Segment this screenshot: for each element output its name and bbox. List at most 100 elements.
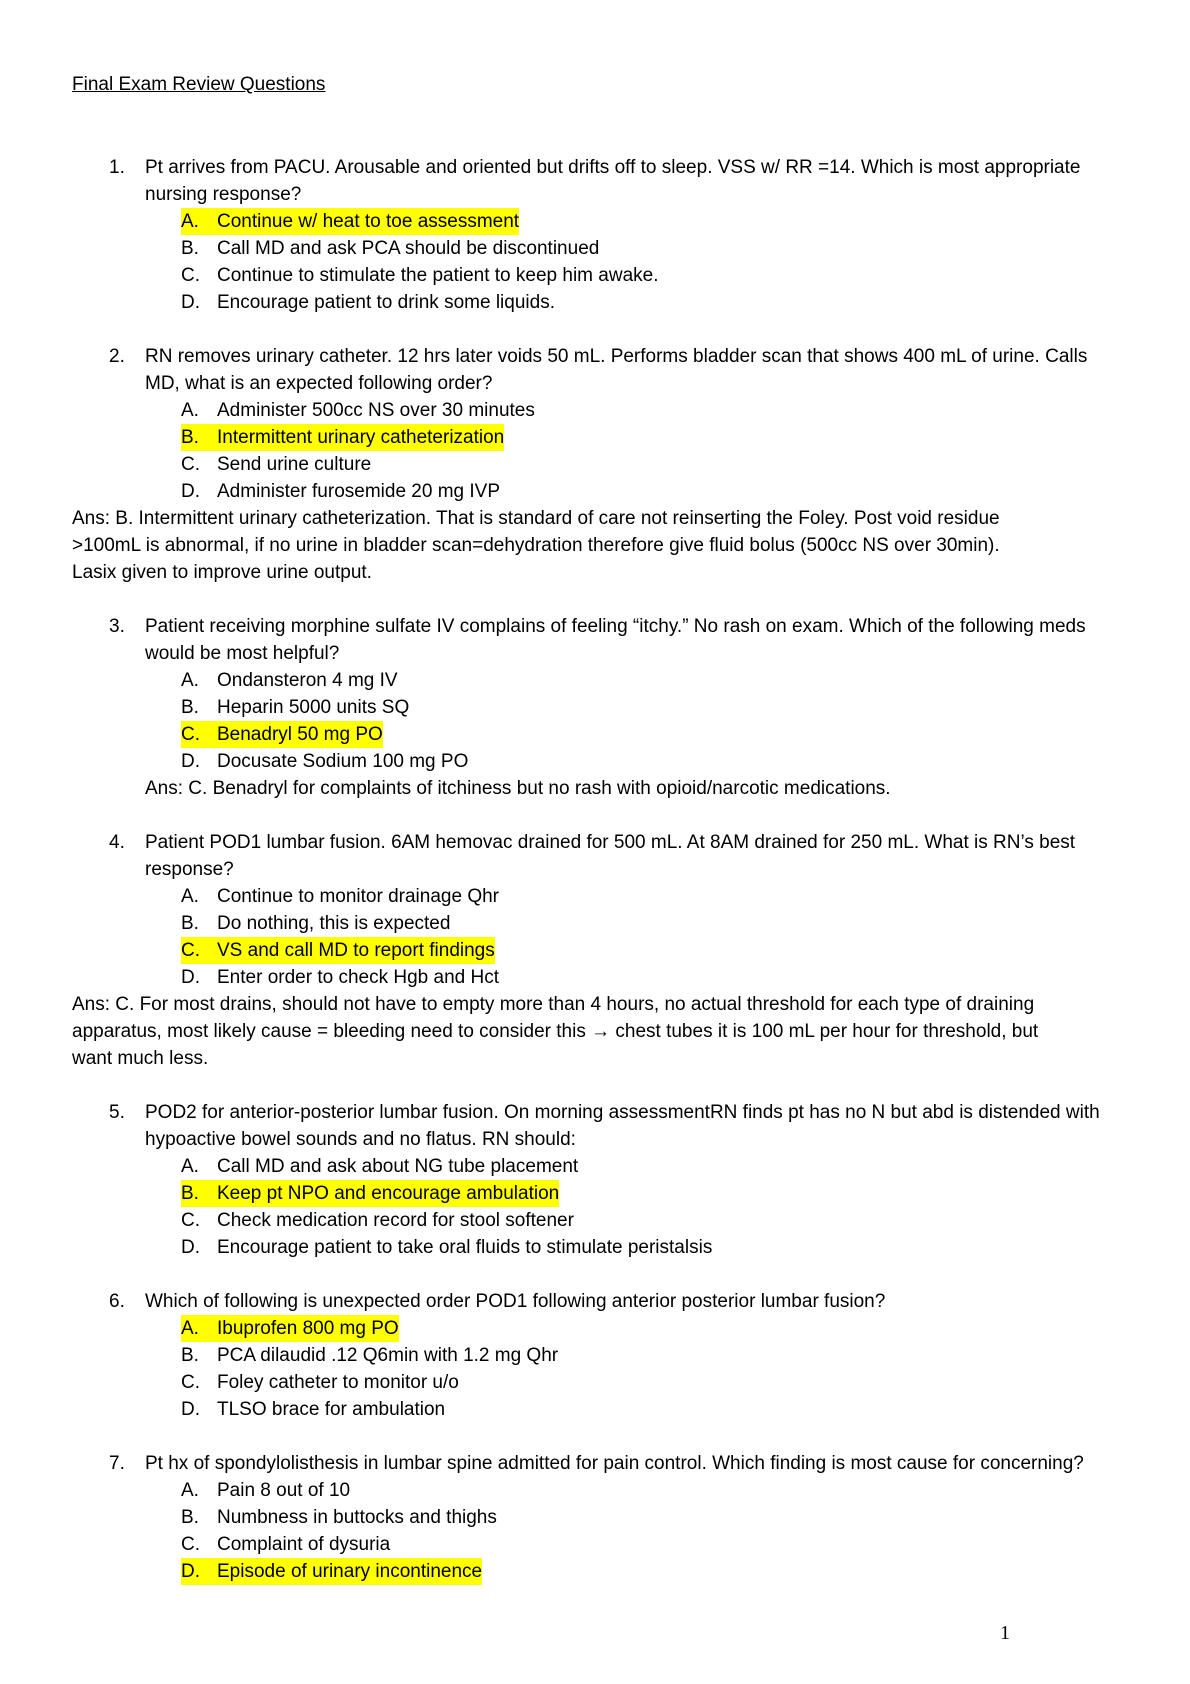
question-item: 7. Pt hx of spondylolisthesis in lumbar s… <box>0 1450 1118 1585</box>
option-text-wrap: D.Enter order to check Hgb and Hct <box>181 964 499 991</box>
question-text: RN removes urinary catheter. 12 hrs late… <box>145 346 1088 394</box>
option-text: Encourage patient to drink some liquids. <box>217 292 555 313</box>
option-text-wrap: C.Send urine culture <box>181 451 371 478</box>
answer-explanation: Ans: C. For most drains, should not have… <box>72 994 1039 1069</box>
highlighted-correct-option: C. Benadryl 50 mg PO <box>181 721 383 748</box>
option-text-wrap: D.Encourage patient to take oral fluids … <box>181 1234 712 1261</box>
answer-option: B.Heparin 5000 units SQ <box>181 694 1118 721</box>
answer-option: C.Check medication record for stool soft… <box>181 1207 1118 1234</box>
option-text: Send urine culture <box>217 454 372 475</box>
option-letter: C. <box>181 940 200 961</box>
option-letter: C. <box>181 1210 200 1231</box>
option-text-wrap: A.Pain 8 out of 10 <box>181 1477 350 1504</box>
question-text: POD2 for anterior-posterior lumbar fusio… <box>145 1102 1100 1150</box>
option-text: Numbness in buttocks and thighs <box>217 1507 497 1528</box>
answer-option: C.Continue to stimulate the patient to k… <box>181 262 1118 289</box>
answer-explanation: Ans: B. Intermittent urinary catheteriza… <box>72 508 1000 583</box>
option-text: Docusate Sodium 100 mg PO <box>217 751 469 772</box>
option-text-wrap: D. Docusate Sodium 100 mg PO <box>181 748 468 775</box>
option-text-wrap: A.Continue to monitor drainage Qhr <box>181 883 499 910</box>
answer-options: A.Call MD and ask about NG tube placemen… <box>0 1153 1118 1261</box>
question-item: 4.Patient POD1 lumbar fusion. 6AM hemova… <box>0 829 1118 1072</box>
option-letter: C. <box>181 724 200 745</box>
answer-option: A.Ibuprofen 800 mg PO <box>181 1315 1118 1342</box>
option-letter: D. <box>181 967 200 988</box>
option-text: Call MD and ask about NG tube placement <box>217 1156 579 1177</box>
option-letter: D. <box>181 1399 200 1420</box>
answer-option: B.Keep pt NPO and encourage ambulation <box>181 1180 1118 1207</box>
option-letter: D. <box>181 292 200 313</box>
question-item: 3.Patient receiving morphine sulfate IV … <box>0 613 1118 802</box>
option-letter: C. <box>181 265 200 286</box>
option-text: Complaint of dysuria <box>217 1534 391 1555</box>
option-text: Heparin 5000 units SQ <box>217 697 410 718</box>
option-text: Administer 500cc NS over 30 minutes <box>217 400 535 421</box>
option-letter: A. <box>181 670 199 691</box>
option-text-wrap: B.Do nothing, this is expected <box>181 910 450 937</box>
option-letter: C. <box>181 1534 200 1555</box>
question-item: 1.Pt arrives from PACU. Arousable and or… <box>0 154 1118 316</box>
option-text-wrap: C.Check medication record for stool soft… <box>181 1207 574 1234</box>
answer-options: A.Pain 8 out of 10 B. Numbness in buttocks… <box>0 1477 1118 1585</box>
option-text: Do nothing, this is expected <box>217 913 451 934</box>
option-letter: B. <box>181 427 199 448</box>
option-text-wrap: A.Ondansteron 4 mg IV <box>181 667 398 694</box>
option-text-wrap: D.Administer furosemide 20 mg IVP <box>181 478 500 505</box>
option-text-wrap: A.Call MD and ask about NG tube placemen… <box>181 1153 578 1180</box>
option-text-wrap: C.Continue to stimulate the patient to k… <box>181 262 658 289</box>
question-number-label: 5. <box>109 1102 125 1123</box>
answer-option: A.Pain 8 out of 10 <box>181 1477 1118 1504</box>
option-letter: A. <box>181 400 199 421</box>
answer-option: D.Episode of urinary incontinence <box>181 1558 1118 1585</box>
option-letter: B. <box>181 1507 199 1528</box>
option-text: TLSO brace for ambulation <box>217 1399 446 1420</box>
answer-option: A.Call MD and ask about NG tube placemen… <box>181 1153 1118 1180</box>
option-letter: C. <box>181 1372 200 1393</box>
option-letter: B. <box>181 1345 199 1366</box>
option-text: Benadryl 50 mg PO <box>217 724 383 745</box>
question-stem: 7. Pt hx of spondylolisthesis in lumbar s… <box>0 1450 1118 1477</box>
answer-explanation: Ans: C. Benadryl for complaints of itchi… <box>145 778 891 799</box>
question-number: 6. <box>0 1288 145 1315</box>
option-letter: D. <box>181 751 200 772</box>
option-text-wrap: D. Encourage patient to drink some liquid… <box>181 289 555 316</box>
answer-option: C.VS and call MD to report findings <box>181 937 1118 964</box>
option-text-wrap: B.Call MD and ask PCA should be disconti… <box>181 235 599 262</box>
question-item: 2.RN removes urinary catheter. 12 hrs la… <box>0 343 1118 586</box>
option-text: Keep pt NPO and encourage ambulation <box>217 1183 560 1204</box>
highlighted-correct-option: A.Ibuprofen 800 mg PO <box>181 1315 399 1342</box>
answer-option: B.Do nothing, this is expected <box>181 910 1118 937</box>
question-stem: 5. POD2 for anterior-posterior lumbar fus… <box>0 1099 1118 1153</box>
question-number-label: 7. <box>109 1453 125 1474</box>
option-text-wrap: A. Administer 500cc NS over 30 minutes <box>181 397 535 424</box>
option-text: Foley catheter to monitor u/o <box>217 1372 459 1393</box>
option-text-wrap: B.PCA dilaudid .12 Q6min with 1.2 mg Qhr <box>181 1342 558 1369</box>
answer-option: A.Continue to monitor drainage Qhr <box>181 883 1118 910</box>
question-stem: 1.Pt arrives from PACU. Arousable and or… <box>0 154 1118 208</box>
option-text-wrap: B.Heparin 5000 units SQ <box>181 694 409 721</box>
option-letter: D. <box>181 1561 200 1582</box>
question-stem: 3.Patient receiving morphine sulfate IV … <box>0 613 1118 667</box>
answer-option: B.PCA dilaudid .12 Q6min with 1.2 mg Qhr <box>181 1342 1118 1369</box>
question-text: Pt hx of spondylolisthesis in lumbar spi… <box>145 1453 1084 1474</box>
question-item: 6.Which of following is unexpected order… <box>0 1288 1118 1423</box>
answer-option: A.Continue w/ heat to toe assessment <box>181 208 1118 235</box>
answer-option: D.Encourage patient to take oral fluids … <box>181 1234 1118 1261</box>
answer-option: A. Administer 500cc NS over 30 minutes <box>181 397 1118 424</box>
answer-option: C. Complaint of dysuria <box>181 1531 1118 1558</box>
question-number-label: 1. <box>109 157 125 178</box>
answer-option: A.Ondansteron 4 mg IV <box>181 667 1118 694</box>
question-number: 3. <box>0 613 145 640</box>
question-text: Which of following is unexpected order P… <box>145 1291 886 1312</box>
option-text: Pain 8 out of 10 <box>217 1480 351 1501</box>
answer-option: B.Intermittent urinary catheterization <box>181 424 1118 451</box>
option-text: Ibuprofen 800 mg PO <box>217 1318 399 1339</box>
question-text: Patient POD1 lumbar fusion. 6AM hemovac … <box>145 832 1076 880</box>
question-stem: 2.RN removes urinary catheter. 12 hrs la… <box>0 343 1118 397</box>
page-number: 1 <box>1000 1622 1010 1644</box>
answer-option: C. Foley catheter to monitor u/o <box>181 1369 1118 1396</box>
